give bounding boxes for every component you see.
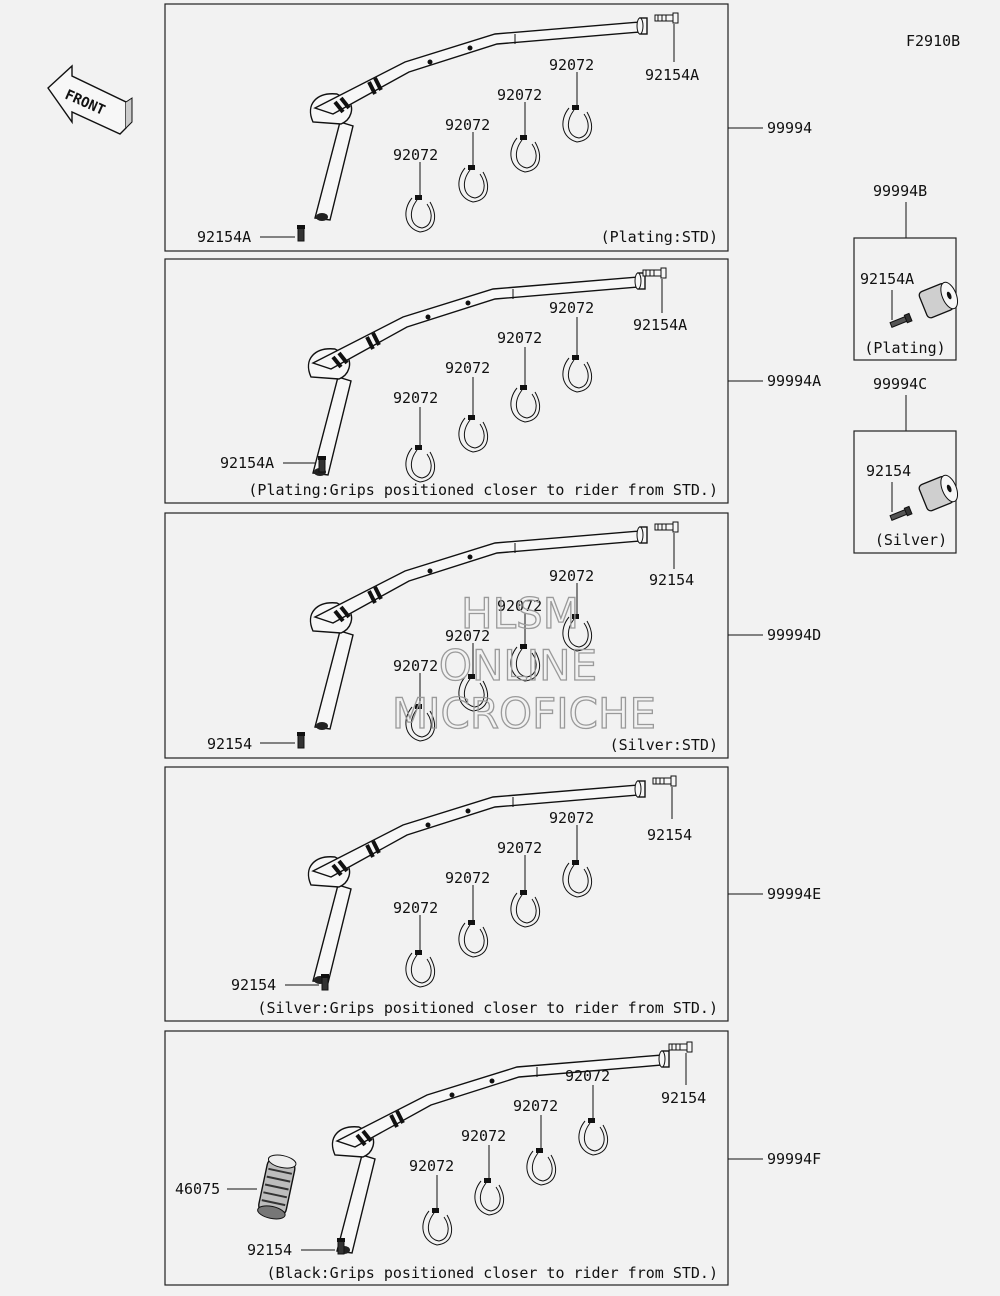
panel-note: (Plating:Grips positioned closer to ride…	[248, 481, 718, 499]
clamp-label: 92072	[445, 869, 490, 887]
assembly-label: 99994E	[767, 885, 821, 903]
screw-top-label: 92154	[649, 571, 694, 589]
assembly-label: 99994	[767, 119, 812, 137]
grip-label: 46075	[175, 1180, 220, 1198]
screw-bottom-label: 92154A	[197, 228, 251, 246]
clamp-label: 92072	[393, 657, 438, 675]
panel-99994A: 92072 92072 92072 92072 92154A 92154A (P…	[164, 258, 821, 504]
panel-note: (Silver:STD)	[610, 736, 718, 754]
screw-icon	[654, 12, 679, 24]
screw-label: 92154	[866, 462, 911, 480]
clamp-label: 92072	[393, 146, 438, 164]
screw-bottom-label: 92154	[231, 976, 276, 994]
bar-end-weight-icon	[918, 474, 959, 512]
assembly-label: 99994B	[873, 182, 927, 200]
screw-icon	[320, 973, 330, 991]
clamp-label: 92072	[549, 56, 594, 74]
panel-note: (Plating)	[864, 339, 945, 357]
figure-code: F2910B	[906, 32, 960, 50]
screw-icon	[668, 1041, 693, 1053]
clamp-label: 92072	[409, 1157, 454, 1175]
bar-end-weight-icon	[918, 281, 959, 319]
screw-label: 92154A	[860, 270, 914, 288]
clamp-label: 92072	[549, 567, 594, 585]
front-arrow: FRONT	[47, 64, 133, 135]
panel-note: (Plating:STD)	[601, 228, 718, 246]
screw-bottom-label: 92154A	[220, 454, 274, 472]
assembly-label: 99994D	[767, 626, 821, 644]
clamp-label: 92072	[393, 899, 438, 917]
screw-top-label: 92154	[647, 826, 692, 844]
watermark-line: MICROFICHE	[392, 689, 656, 738]
clamp-label: 92072	[497, 597, 542, 615]
screw-icon	[889, 312, 913, 328]
clamp-label: 92072	[549, 809, 594, 827]
clamp-label: 92072	[549, 299, 594, 317]
assembly-label: 99994C	[873, 375, 927, 393]
watermark-line: ONLINE	[439, 641, 597, 690]
panel-note: (Black:Grips positioned closer to rider …	[266, 1264, 718, 1282]
side-panel-99994B: 99994B 92154A (Plating)	[853, 182, 959, 361]
panel-99994D: 92072 92072 92072 92072 92154 92154 (Sil…	[164, 512, 821, 759]
screw-top-label: 92154A	[645, 66, 699, 84]
panel-note: (Silver)	[875, 531, 947, 549]
screw-top-label: 92154A	[633, 316, 687, 334]
assembly-label: 99994F	[767, 1150, 821, 1168]
screw-icon	[296, 224, 306, 242]
screw-icon	[652, 775, 677, 787]
clamp-label: 92072	[497, 329, 542, 347]
clamp-label: 92072	[513, 1097, 558, 1115]
screw-icon	[642, 267, 667, 279]
clamp-label: 92072	[445, 359, 490, 377]
clamp-label: 92072	[445, 627, 490, 645]
clamp-label: 92072	[461, 1127, 506, 1145]
watermark: HLSM ONLINE MICROFICHE	[391, 588, 656, 738]
grip-icon	[257, 1154, 297, 1220]
screw-bottom-label: 92154	[207, 735, 252, 753]
panel-99994F: 92072 92072 92072 92072 92154 92154 4607…	[164, 1030, 821, 1286]
screw-icon	[336, 1237, 346, 1255]
clamp-label: 92072	[565, 1067, 610, 1085]
panel-99994: 92072 92072 92072 92072 92154A 92154A (P…	[164, 3, 812, 252]
panel-note: (Silver:Grips positioned closer to rider…	[257, 999, 718, 1017]
screw-icon	[889, 505, 913, 521]
screw-bottom-label: 92154	[247, 1241, 292, 1259]
clamp-label: 92072	[497, 86, 542, 104]
screw-top-label: 92154	[661, 1089, 706, 1107]
panel-99994E: 92072 92072 92072 92072 92154 92154 (Sil…	[164, 766, 821, 1022]
clamp-label: 92072	[393, 389, 438, 407]
screw-icon	[654, 521, 679, 533]
watermark-line: HLSM	[461, 589, 579, 638]
assembly-label: 99994A	[767, 372, 821, 390]
screw-icon	[317, 455, 327, 473]
clamp-label: 92072	[497, 839, 542, 857]
screw-icon	[296, 731, 306, 749]
side-panel-99994C: 99994C 92154 (Silver)	[853, 375, 959, 554]
clamp-label: 92072	[445, 116, 490, 134]
